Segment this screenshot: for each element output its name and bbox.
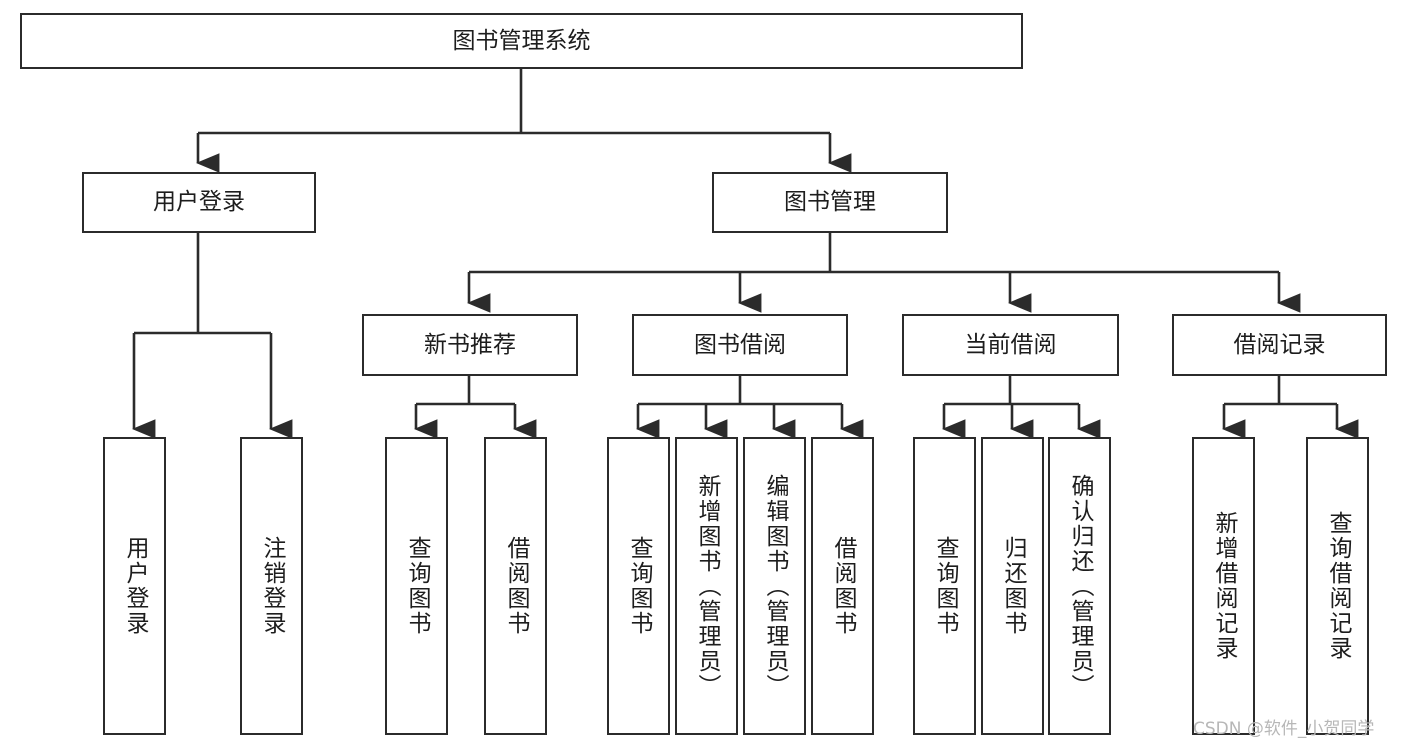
leaf-book-borrow-borrow[interactable]: 借阅图书 bbox=[811, 437, 874, 735]
node-label: 图书管理系统 bbox=[452, 27, 591, 54]
leaf-borrow-record-query[interactable]: 查询借阅记录 bbox=[1306, 437, 1369, 735]
leaf-book-borrow-edit[interactable]: 编辑图书（管理员） bbox=[743, 437, 806, 735]
node-label: 图书借阅 bbox=[694, 331, 786, 358]
leaf-user-login-signout[interactable]: 注销登录 bbox=[240, 437, 303, 735]
node-new-book-recommend[interactable]: 新书推荐 bbox=[362, 314, 578, 376]
csdn-watermark: CSDN @软件_小贺同学 bbox=[1193, 719, 1375, 739]
node-label: 查询图书 bbox=[626, 536, 652, 636]
node-label: 新增图书（管理员） bbox=[694, 473, 720, 699]
node-label: 用户登录 bbox=[153, 189, 245, 216]
node-user-login[interactable]: 用户登录 bbox=[82, 172, 316, 233]
node-label: 借阅记录 bbox=[1233, 331, 1326, 358]
leaf-borrow-record-add[interactable]: 新增借阅记录 bbox=[1192, 437, 1255, 735]
node-book-management[interactable]: 图书管理 bbox=[712, 172, 948, 233]
node-label: 用户登录 bbox=[122, 536, 148, 636]
leaf-book-borrow-query[interactable]: 查询图书 bbox=[607, 437, 670, 735]
node-label: 查询图书 bbox=[932, 536, 958, 636]
node-label: 图书管理 bbox=[784, 189, 876, 216]
leaf-current-borrow-return[interactable]: 归还图书 bbox=[981, 437, 1044, 735]
node-root-system[interactable]: 图书管理系统 bbox=[20, 13, 1023, 69]
node-borrow-record[interactable]: 借阅记录 bbox=[1172, 314, 1387, 376]
node-label: 新增借阅记录 bbox=[1211, 511, 1237, 661]
node-label: 确认归还（管理员） bbox=[1067, 473, 1093, 699]
leaf-current-borrow-confirm-return[interactable]: 确认归还（管理员） bbox=[1048, 437, 1111, 735]
node-label: 编辑图书（管理员） bbox=[762, 473, 788, 699]
node-label: 新书推荐 bbox=[424, 331, 516, 358]
node-label: 借阅图书 bbox=[503, 536, 529, 636]
leaf-new-book-borrow[interactable]: 借阅图书 bbox=[484, 437, 547, 735]
node-label: 当前借阅 bbox=[964, 331, 1057, 358]
leaf-book-borrow-add[interactable]: 新增图书（管理员） bbox=[675, 437, 738, 735]
node-book-borrow[interactable]: 图书借阅 bbox=[632, 314, 848, 376]
leaf-new-book-query[interactable]: 查询图书 bbox=[385, 437, 448, 735]
node-label: 归还图书 bbox=[1000, 536, 1026, 636]
node-label: 查询借阅记录 bbox=[1325, 511, 1351, 661]
node-label: 查询图书 bbox=[404, 536, 430, 636]
leaf-user-login-signin[interactable]: 用户登录 bbox=[103, 437, 166, 735]
node-label: 借阅图书 bbox=[830, 536, 856, 636]
node-label: 注销登录 bbox=[259, 536, 285, 636]
leaf-current-borrow-query[interactable]: 查询图书 bbox=[913, 437, 976, 735]
node-current-borrow[interactable]: 当前借阅 bbox=[902, 314, 1119, 376]
